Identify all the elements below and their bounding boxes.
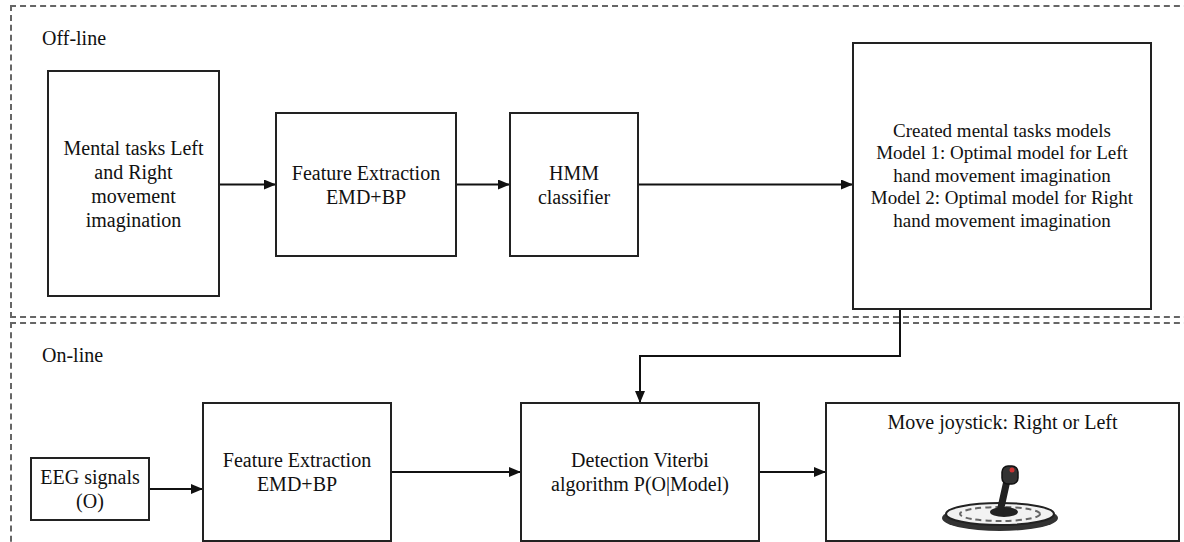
flow-arrow [639, 184, 852, 186]
process-box: HMM classifier [509, 112, 639, 257]
process-box: Feature Extraction EMD+BP [202, 402, 392, 542]
band-heading: Off-line [42, 27, 106, 50]
box-label: Move joystick: Right or Left [888, 410, 1118, 434]
box-label: Model 2: Optimal model for Right hand mo… [862, 187, 1142, 232]
flow-arrow [220, 184, 275, 186]
process-box: Mental tasks Left and Right movement ima… [47, 70, 220, 297]
offline-band: Off-lineMental tasks Left and Right move… [10, 5, 1184, 318]
flow-arrow [457, 184, 509, 186]
box-label: Feature Extraction EMD+BP [285, 161, 447, 209]
process-box: Feature Extraction EMD+BP [275, 112, 457, 257]
online-band: On-lineEEG signals (O) Feature Extraction… [10, 322, 1184, 542]
process-box: EEG signals (O) [30, 457, 150, 521]
box-label: Model 1: Optimal model for Left hand mov… [862, 142, 1142, 187]
box-label: Feature Extraction EMD+BP [212, 448, 382, 496]
box-label: Created mental tasks models [893, 120, 1111, 142]
joystick-icon [938, 462, 1068, 534]
flow-arrow [392, 471, 520, 473]
band-heading: On-line [42, 344, 103, 367]
flow-arrow [760, 471, 825, 473]
process-box: Detection Viterbi algorithm P(O|Model) [520, 402, 760, 542]
box-label: HMM classifier [519, 161, 629, 209]
box-label: EEG signals (O) [40, 465, 140, 513]
process-box: Created mental tasks modelsModel 1: Opti… [852, 42, 1152, 310]
box-label: Detection Viterbi algorithm P(O|Model) [530, 448, 750, 496]
box-label: Mental tasks Left and Right movement ima… [57, 136, 210, 232]
process-box: Move joystick: Right or Left [825, 402, 1180, 542]
flow-arrow [150, 488, 202, 490]
